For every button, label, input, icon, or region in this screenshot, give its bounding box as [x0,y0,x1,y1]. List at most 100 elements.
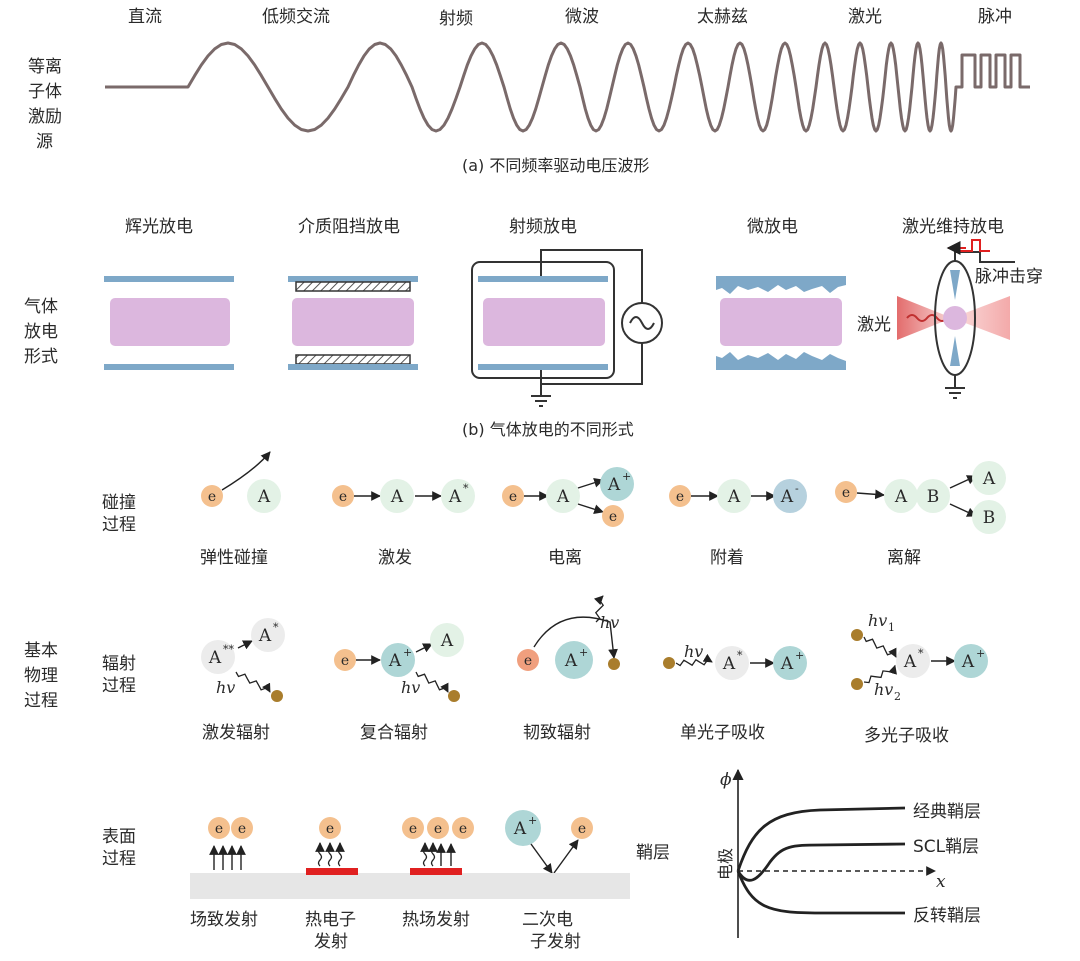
plasma-spot [943,306,967,330]
electron-label: e [842,485,850,501]
electron-particle [502,485,524,507]
laser-label: 激光 [857,315,891,335]
sheath-graph: 鞘层 ϕ x 电极 经典鞘层 SCL鞘层 反转鞘层 [636,768,981,938]
surface-captions: 场致发射 热电子发射 热场发射 二次电子发射 [190,910,581,952]
electron-label: e [578,821,586,837]
atom-particle [916,479,950,513]
atom-particle [555,641,593,679]
part-a-row-label: 等离 子体 激励 源 [28,57,62,152]
electron-particle [517,649,539,671]
dbd-diagram [288,276,418,370]
plasma-region [292,298,414,346]
atom-label: B [927,487,940,507]
caption-excitation: 激发 [378,548,412,568]
caption-dissociation: 离解 [887,548,921,568]
laser-wave [906,314,948,322]
photon-dot [851,678,863,690]
electron-particle [669,485,691,507]
atom-label: A [727,487,741,507]
glow-discharge-diagram [104,276,234,370]
atom-label: A [388,651,402,671]
row-label-line: 源 [36,132,53,152]
caption-thermionic: 热电子发射 [305,910,356,952]
charge-superscript: * [463,482,469,495]
laser-sustained-diagram: 脉冲击穿 激光 [857,239,1043,399]
band-label-laser: 激光 [848,7,882,27]
atom-label: A [780,487,794,507]
electron-particle [427,817,449,839]
deflection-arrow [533,616,618,659]
collision-captions: 弹性碰撞 激发 电离 附着 离解 [200,548,921,568]
collision-label: 过程 [102,515,136,535]
process-arrow [553,839,579,874]
process-arrow [577,503,604,514]
radiation-label: 过程 [102,676,136,696]
surface-slab [190,873,630,899]
title-rf-discharge: 射频放电 [509,217,577,237]
circuit-wire [540,249,643,385]
electron-label: e [524,653,532,669]
atom-particle [715,646,749,680]
atom-label: A [448,487,462,507]
charge-superscript: * [737,649,743,662]
caption-secondary: 二次电子发射 [522,910,581,952]
electron-label: e [434,821,442,837]
electron-particle [208,817,230,839]
atom-particle [884,479,918,513]
atom-particle [954,644,988,678]
radiation-label: 辐射 [102,654,136,674]
row-label-line: 形式 [24,347,58,367]
photon-dot [448,690,460,702]
charge-superscript: ** [223,643,235,656]
atom-particle [201,640,235,674]
plasma-region [110,298,230,346]
scatter-arrow [221,451,271,491]
caption-thermo-field: 热场发射 [402,910,470,930]
atom-particle [247,479,281,513]
caption-excitation-radiation: 激发辐射 [202,723,270,743]
hv-label: hv [600,613,619,632]
atom-label: A [722,654,736,674]
hv-label: hv [401,678,420,697]
electron-label: e [409,821,417,837]
charge-superscript: + [976,647,985,660]
sub-row-labels: 碰撞 过程 辐射 过程 表面 过程 [102,493,136,869]
pulse-breakdown-label: 脉冲击穿 [975,267,1043,287]
electrode-tip-bottom [950,336,960,366]
electrode-bottom [288,364,418,370]
ground-icon [531,384,551,407]
electron-label: e [238,821,246,837]
rough-electrode-bottom [716,352,846,370]
process-arrow [949,503,977,517]
rf-discharge-diagram [471,249,663,407]
atom-particle [896,644,930,678]
caption-attachment: 附着 [710,548,744,568]
curve-inverse-sheath [736,870,905,915]
atom-label: A [894,487,908,507]
basic-process-label: 基本 物理 过程 [24,641,58,711]
caption-bremsstrahlung: 韧致辐射 [523,723,591,743]
curve-scl-sheath [736,842,906,882]
surface-label: 表面 [102,827,136,847]
electron-particle [332,485,354,507]
charge-superscript: + [528,814,537,827]
row-label-line: 物理 [24,666,58,686]
hv-label: hv [874,680,893,699]
row-label-line: 基本 [24,641,58,661]
atom-label: A [390,487,404,507]
atom-label: A [607,475,621,495]
electron-label: e [208,489,216,505]
title-glow-discharge: 辉光放电 [125,217,193,237]
curve-classical-sheath [736,806,906,872]
electrode-bottom [478,364,608,370]
electron-particle [201,485,223,507]
photon-wave [863,664,897,684]
atom-particle [717,479,751,513]
laser-beam-in [897,296,952,340]
process-arrow [237,640,253,650]
caption-ionization: 电离 [548,548,582,568]
electron-label: e [459,821,467,837]
pulse-symbol [957,239,990,252]
electrode-top [288,276,418,282]
